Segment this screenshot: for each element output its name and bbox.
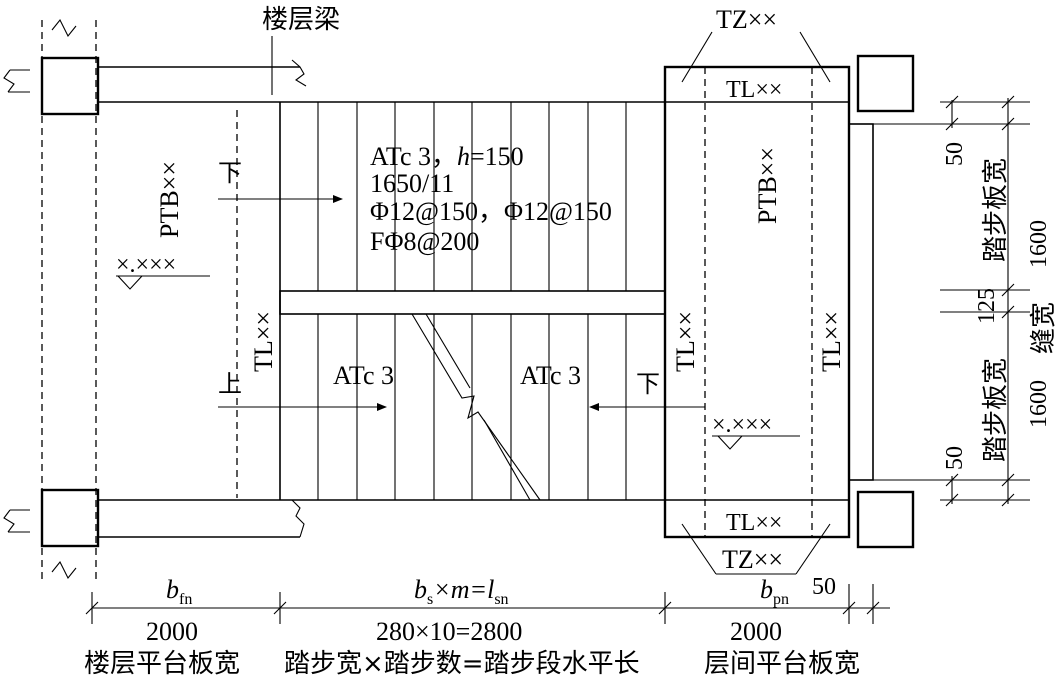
- dim-1600-bottom: 1600: [1026, 380, 1052, 428]
- tz-top-label: TZ××: [716, 5, 777, 34]
- tread-lines: [317, 102, 627, 500]
- tz-bottom-label: TZ××: [722, 545, 783, 574]
- dim-50-bottom: 50: [942, 446, 968, 470]
- flight-label-right: ATc 3: [520, 361, 581, 390]
- elevation-symbol-right: ×.×××: [712, 412, 800, 450]
- dim-50-bottom-edge: 50: [812, 574, 836, 600]
- right-structure: [856, 54, 915, 549]
- right-platform: TZ×× TL×× TL×× TZ×× PTB×× TL×× TL×× ×.××…: [663, 5, 874, 575]
- stair-flights: ATc 3，h=150 1650/11 Φ12@150，Φ12@150 FΦ8@…: [218, 102, 705, 501]
- svg-text:FΦ8@200: FΦ8@200: [370, 227, 479, 256]
- gap-width: 缝宽: [1029, 302, 1059, 354]
- dim-1600-top: 1600: [1026, 220, 1052, 268]
- val-pn: 2000: [730, 617, 782, 646]
- desc-sn: 踏步宽×踏步数=踏步段水平长: [284, 649, 640, 678]
- tl-mid-label: TL××: [671, 311, 700, 372]
- tl-right-label: TL××: [817, 311, 846, 372]
- tread-width-top: 踏步板宽: [981, 158, 1011, 262]
- svg-text:1650/11: 1650/11: [370, 169, 454, 198]
- dim-125: 125: [974, 288, 1000, 324]
- tread-width-bottom: 踏步板宽: [981, 358, 1011, 462]
- column-bottom-right: [856, 490, 915, 549]
- tl-left-label: TL××: [249, 311, 278, 372]
- down-label-top: 下: [218, 159, 242, 187]
- tl-top-label: TL××: [726, 77, 782, 103]
- flight-label-left: ATc 3: [333, 361, 394, 390]
- val-sn: 280×10=2800: [376, 617, 522, 646]
- dim-50-top: 50: [942, 142, 968, 166]
- left-structure: 楼层梁: [3, 5, 665, 580]
- svg-text:×.×××: ×.×××: [116, 252, 176, 278]
- floor-beam-label: 楼层梁: [262, 5, 340, 35]
- up-label: 上: [218, 370, 242, 398]
- sym-bsn: bs×m=lsn: [414, 575, 509, 608]
- down-label-right: 下: [636, 370, 660, 398]
- svg-text:×.×××: ×.×××: [712, 412, 772, 438]
- elevation-symbol-left: ×.×××: [116, 252, 210, 290]
- flight-spec-text: ATc 3，h=150 1650/11 Φ12@150，Φ12@150 FΦ8@…: [370, 142, 612, 256]
- bottom-dimensions: 50 bfn bs×m=lsn bpn 2000 280×10=2800 200…: [84, 574, 890, 678]
- val-fn: 2000: [146, 617, 198, 646]
- svg-text:Φ12@150，Φ12@150: Φ12@150，Φ12@150: [370, 197, 612, 226]
- tl-bottom-label: TL××: [726, 510, 782, 536]
- desc-pn: 层间平台板宽: [704, 649, 860, 678]
- left-platform: PTB×× TL×× ×.×××: [116, 110, 278, 498]
- ptb-right-label: PTB××: [753, 147, 782, 224]
- ptb-left-label: PTB××: [155, 161, 184, 238]
- sym-bfn: bfn: [166, 575, 192, 608]
- desc-fn: 楼层平台板宽: [84, 649, 240, 678]
- sym-bpn: bpn: [760, 575, 789, 608]
- column-top-left: [40, 56, 100, 116]
- column-bottom-left: [40, 488, 100, 548]
- right-dimensions: 50 1600 踏步板宽 125 缝宽 踏步板宽 1600 50: [870, 95, 1059, 507]
- column-top-right: [856, 54, 915, 113]
- svg-text:ATc 3，h=150: ATc 3，h=150: [370, 142, 524, 171]
- flight-break-line: [411, 313, 541, 501]
